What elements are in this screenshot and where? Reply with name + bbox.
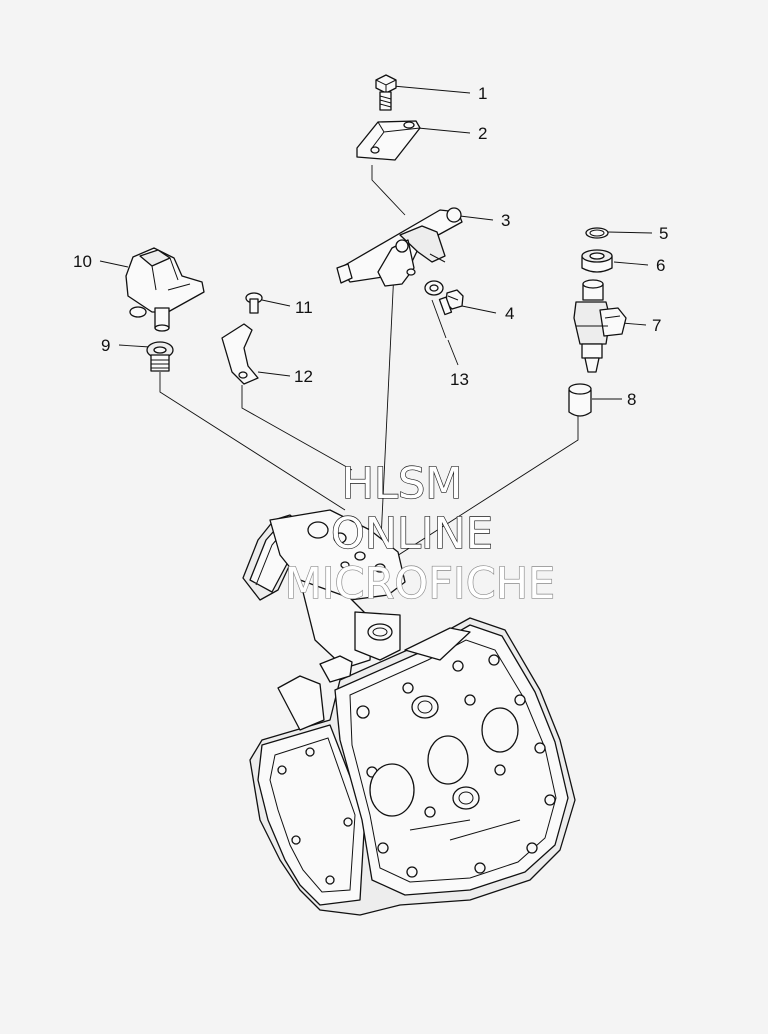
callout-12[interactable]: 12: [257, 367, 313, 386]
svg-text:4: 4: [505, 304, 514, 323]
part-2-bracket: [356, 120, 421, 161]
svg-text:2: 2: [478, 124, 487, 143]
callout-1[interactable]: 1: [392, 84, 487, 103]
svg-text:11: 11: [295, 298, 313, 317]
part-1-bolt: [375, 74, 397, 111]
svg-text:13: 13: [450, 370, 469, 389]
part-6-seal: [581, 249, 613, 273]
bolt-holes: [277, 654, 556, 885]
callout-3[interactable]: 3: [459, 211, 510, 230]
part-4-bolt: [438, 289, 464, 316]
svg-text:7: 7: [652, 316, 661, 335]
svg-text:10: 10: [73, 252, 92, 271]
svg-text:9: 9: [101, 336, 110, 355]
intake-manifold: [242, 509, 406, 669]
part-11-screw: [245, 292, 263, 314]
part-8-sleeve: [568, 383, 592, 417]
callout-6[interactable]: 6: [613, 256, 665, 275]
part-12-bracket: [221, 323, 259, 385]
part-3-fuel-rail: [336, 207, 463, 287]
svg-text:ONLINE: ONLINE: [331, 509, 493, 559]
callout-8[interactable]: 8: [592, 390, 636, 409]
svg-text:HLSM: HLSM: [342, 459, 463, 509]
part-5-o-ring: [585, 227, 609, 239]
svg-text:MICROFICHE: MICROFICHE: [285, 559, 555, 609]
callout-9[interactable]: 9: [101, 336, 151, 355]
svg-text:1: 1: [478, 84, 487, 103]
assembly-lines: [159, 165, 579, 571]
callout-10[interactable]: 10: [73, 252, 129, 271]
part-10-sensor: [125, 247, 205, 332]
part-9-plug: [146, 341, 174, 372]
callout-5[interactable]: 5: [607, 224, 668, 243]
part-7-fuel-injector: [573, 279, 627, 373]
svg-text:6: 6: [656, 256, 665, 275]
svg-text:5: 5: [659, 224, 668, 243]
callout-13[interactable]: 13: [447, 339, 469, 389]
part-13-washer: [424, 280, 444, 296]
watermark: HLSM ONLINE MICROFICHE: [284, 458, 556, 609]
callout-4[interactable]: 4: [461, 304, 514, 323]
svg-text:3: 3: [501, 211, 510, 230]
cylinder-head: [249, 617, 576, 916]
callout-2[interactable]: 2: [417, 124, 487, 143]
svg-text:8: 8: [627, 390, 636, 409]
callout-11[interactable]: 11: [261, 298, 313, 317]
callout-7[interactable]: 7: [621, 316, 661, 335]
svg-text:12: 12: [294, 367, 313, 386]
